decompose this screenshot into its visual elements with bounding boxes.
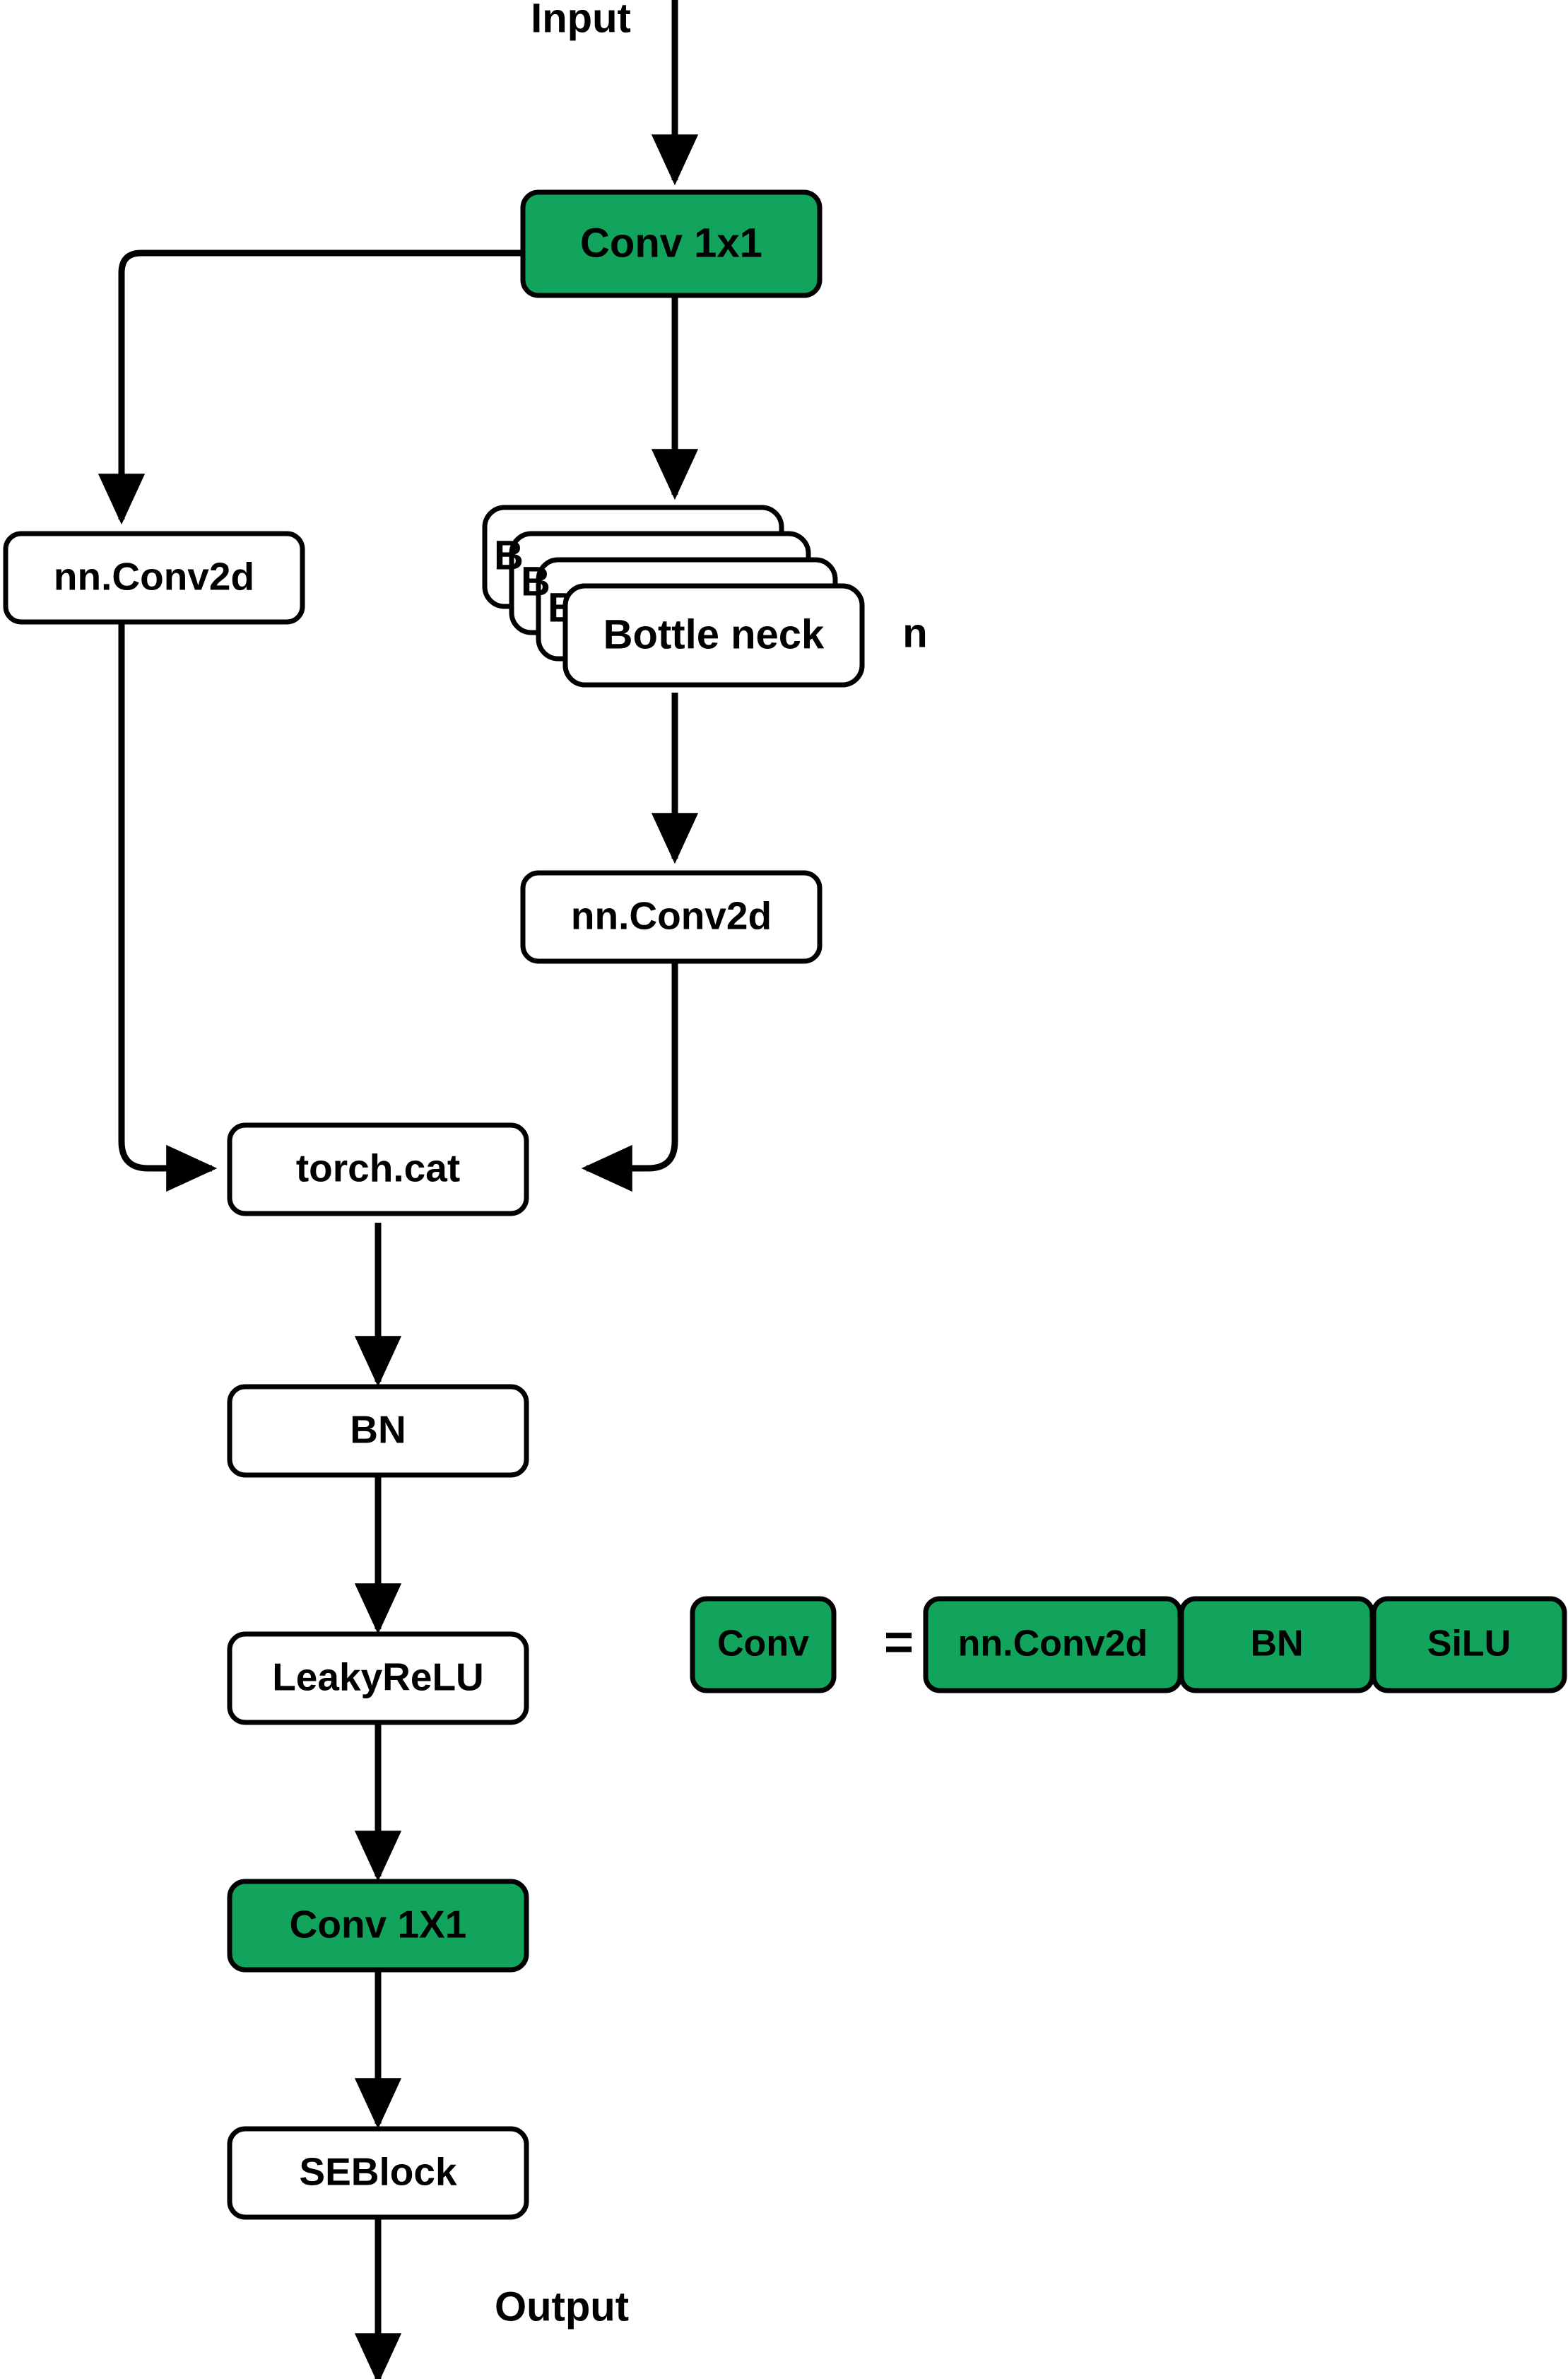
- node-seblock-shape: [227, 2126, 529, 2220]
- node-bottleneck-stack[interactable]: B B B Bottle neck: [482, 505, 865, 688]
- node-conv1x1-bottom-label: Conv 1X1: [290, 1903, 467, 1946]
- node-torch-cat-shape: [227, 1122, 529, 1216]
- legend-key-label: Conv: [717, 1623, 809, 1664]
- node-leakyrelu[interactable]: LeakyReLU: [227, 1631, 529, 1725]
- bottleneck-repeat-count: n: [902, 610, 927, 656]
- node-leakyrelu-shape: [227, 1631, 529, 1725]
- edge-conv1x1-to-left-conv2d: [98, 249, 523, 525]
- node-conv2d-right-label: nn.Conv2d: [571, 894, 772, 938]
- node-bottleneck-label-4: B: [494, 532, 524, 578]
- legend-part-0-label: nn.Conv2d: [958, 1623, 1148, 1664]
- node-bn-label: BN: [350, 1408, 406, 1452]
- node-conv1x1-bottom[interactable]: Conv 1X1: [227, 1879, 529, 1973]
- node-leakyrelu-label: LeakyReLU: [272, 1655, 484, 1699]
- output-label: Output: [495, 2284, 629, 2330]
- node-bn[interactable]: BN: [227, 1384, 529, 1478]
- node-conv1x1-bottom-shape: [227, 1879, 529, 1973]
- node-torch-cat-label: torch.cat: [296, 1146, 460, 1190]
- edge-left-conv2d-to-cat: [118, 622, 218, 1192]
- node-seblock-label: SEBlock: [299, 2150, 457, 2194]
- input-label: Input: [531, 0, 631, 41]
- node-bottleneck-card-front: [562, 583, 865, 688]
- node-seblock[interactable]: SEBlock: [227, 2126, 529, 2220]
- legend-key-shape: [690, 1596, 837, 1693]
- node-torch-cat[interactable]: torch.cat: [227, 1122, 529, 1216]
- legend-equals-sign: =: [884, 1614, 914, 1671]
- node-conv1x1-top[interactable]: Conv 1x1: [520, 189, 823, 298]
- legend: Conv = nn.Conv2d BN SiLU: [690, 1596, 1567, 1693]
- node-bottleneck-label-3: B: [521, 558, 550, 604]
- node-conv1x1-top-shape: [520, 189, 823, 298]
- edge-right-conv2d-to-cat: [581, 961, 678, 1192]
- legend-part-2-label: SiLU: [1427, 1623, 1511, 1664]
- node-conv2d-left-label: nn.Conv2d: [54, 555, 254, 599]
- node-conv2d-left-shape: [3, 531, 305, 625]
- node-conv2d-left[interactable]: nn.Conv2d: [3, 531, 305, 625]
- node-bn-shape: [227, 1384, 529, 1478]
- legend-part-2-shape: [1371, 1596, 1567, 1693]
- legend-part-1-label: BN: [1250, 1623, 1303, 1664]
- node-bottleneck-label: Bottle neck: [603, 611, 825, 657]
- node-conv2d-right-shape: [520, 870, 823, 964]
- node-conv1x1-top-label: Conv 1x1: [580, 220, 762, 266]
- node-conv2d-right[interactable]: nn.Conv2d: [520, 870, 823, 964]
